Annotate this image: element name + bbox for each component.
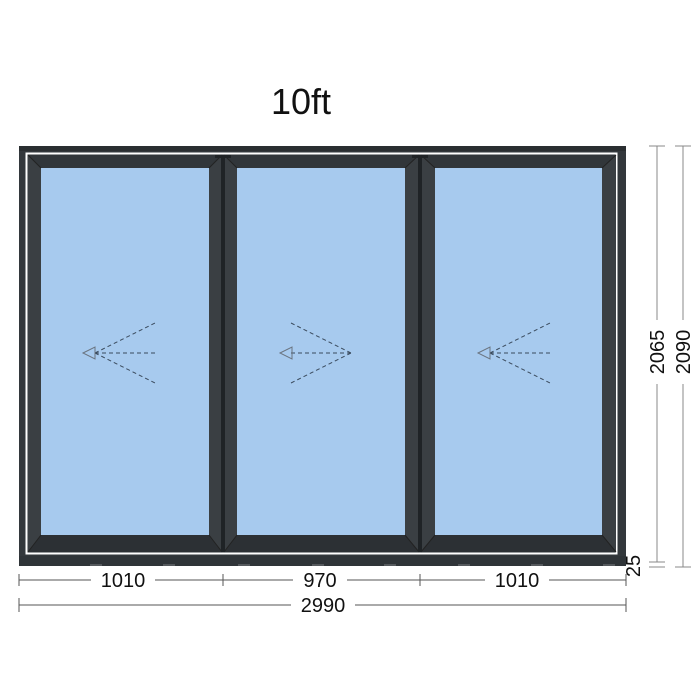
- width-label-middle: 970: [303, 570, 336, 592]
- arrow-head-icon: [476, 346, 491, 360]
- panel-right: [420, 154, 617, 553]
- opening-arrow-icon: [290, 322, 352, 384]
- bottom-track-label: 25: [623, 555, 645, 577]
- width-label-left: 1010: [101, 570, 146, 592]
- glass-right: [435, 168, 602, 535]
- total-width-label: 2990: [301, 595, 346, 617]
- door-size-title: 10ft: [270, 81, 332, 122]
- arrow-head-icon: [278, 346, 293, 360]
- arrow-head-icon: [81, 346, 96, 360]
- total-height-label: 2090: [673, 330, 695, 375]
- panel-middle: [223, 154, 420, 553]
- glass-left: [41, 168, 209, 535]
- width-label-right: 1010: [495, 570, 540, 592]
- opening-arrow-icon: [94, 322, 156, 384]
- opening-arrow-icon: [489, 322, 551, 384]
- interlock-mullions: [215, 155, 428, 552]
- panel-left: [27, 154, 223, 553]
- glass-middle: [237, 168, 405, 535]
- sash-height-label: 2065: [647, 330, 669, 375]
